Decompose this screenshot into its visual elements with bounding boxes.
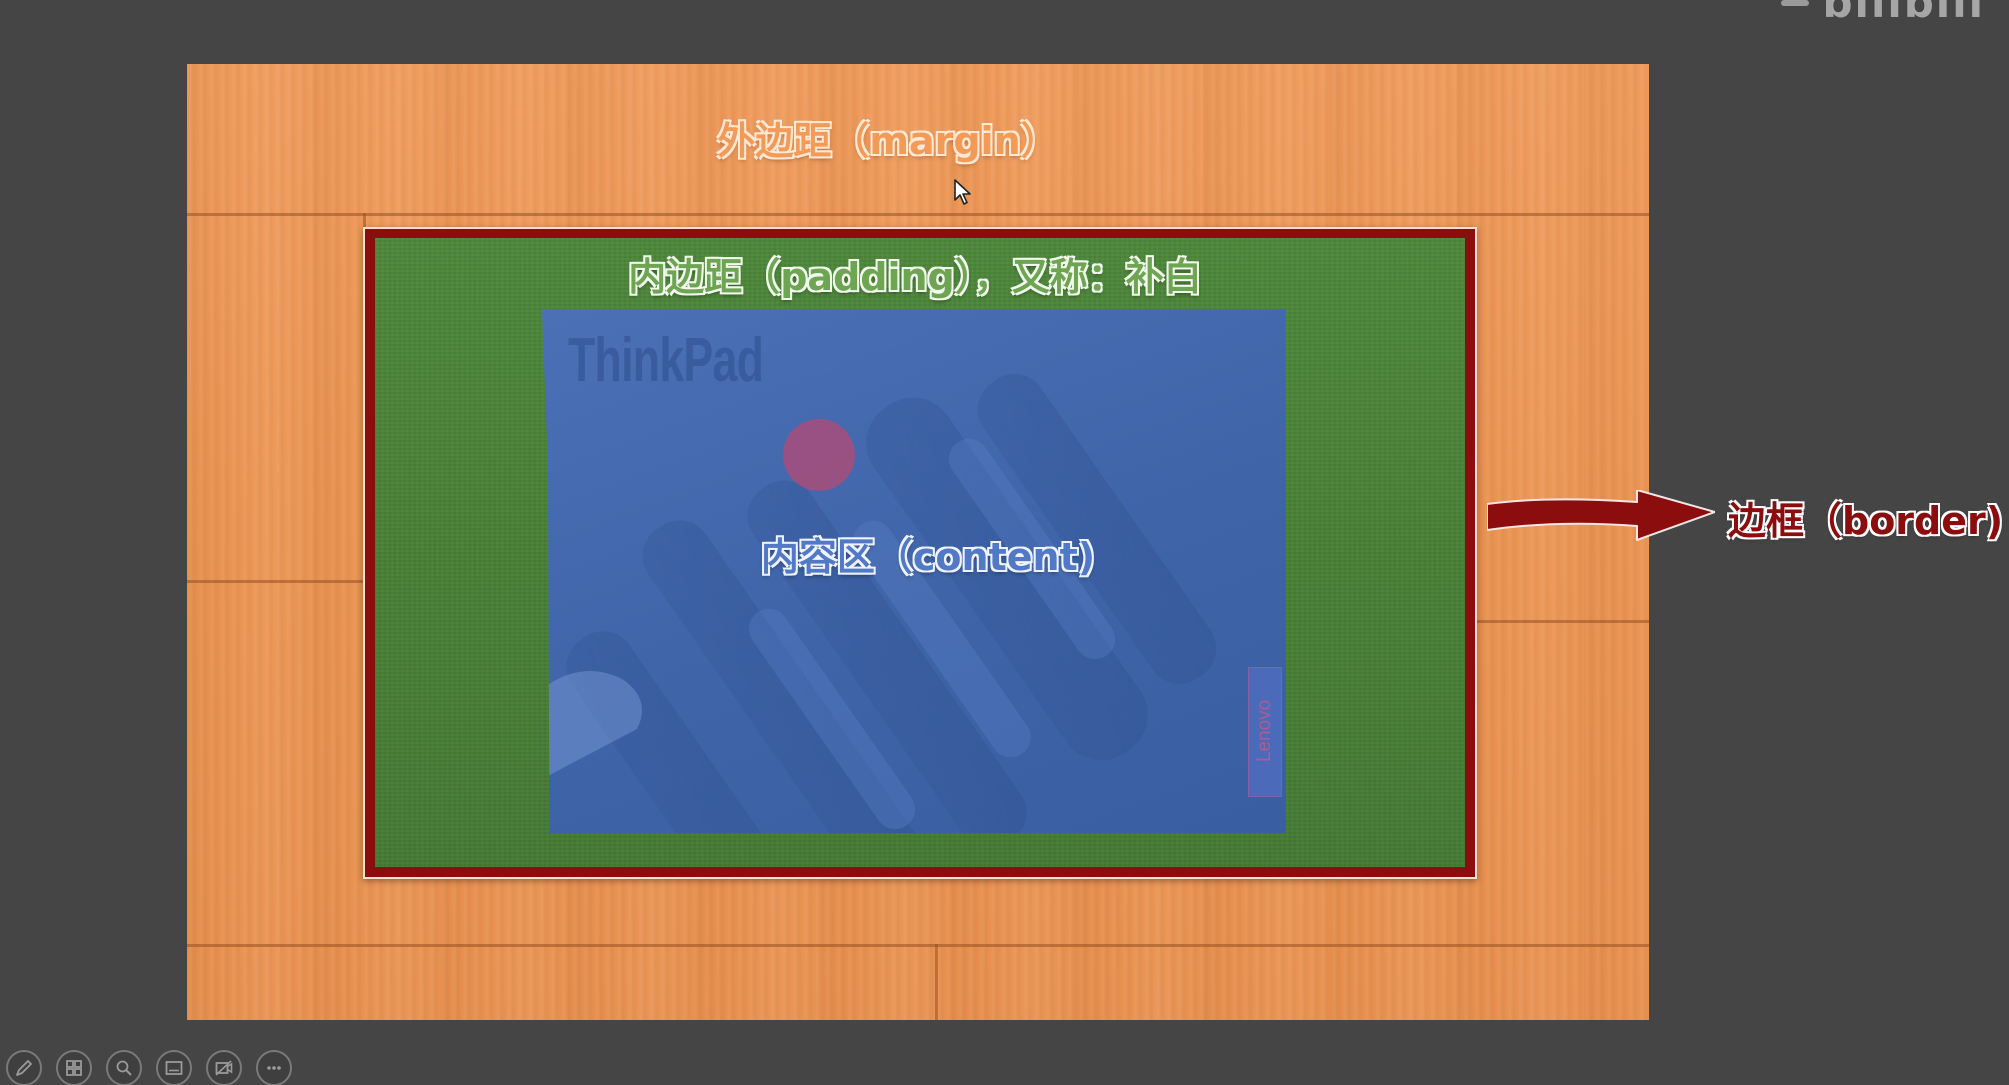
watermark-logo: bilibili bbox=[1822, 0, 1985, 27]
content-label: 内容区（content) bbox=[760, 535, 1096, 579]
slides-grid-button[interactable] bbox=[56, 1050, 92, 1085]
plank-seam bbox=[935, 944, 938, 1020]
slide: 外边距（margin） 内边距（padding），又称：补白 bbox=[187, 64, 1649, 1020]
thinkpad-logo: ThinkPad bbox=[568, 326, 764, 395]
plank-seam bbox=[187, 580, 363, 583]
border-box: 内边距（padding），又称：补白 bbox=[363, 227, 1477, 879]
camera-off-icon bbox=[215, 1060, 233, 1076]
more-options-button[interactable] bbox=[256, 1050, 292, 1085]
presentation-toolbar bbox=[6, 1050, 292, 1085]
zoom-icon bbox=[116, 1060, 132, 1076]
padding-label: 内边距（padding），又称：补白 bbox=[628, 255, 1202, 299]
lenovo-logo-text: Lenovo bbox=[1254, 699, 1275, 763]
zoom-button[interactable] bbox=[106, 1050, 142, 1085]
border-label: 边框（border) bbox=[1728, 499, 2004, 543]
pen-button[interactable] bbox=[6, 1050, 42, 1085]
watermark-mark bbox=[1781, 0, 1809, 6]
slides-grid-icon bbox=[66, 1060, 82, 1076]
padding-box: 内边距（padding），又称：补白 bbox=[375, 238, 1465, 867]
subtitles-icon bbox=[165, 1061, 183, 1075]
plank-seam bbox=[1477, 620, 1649, 623]
mouse-cursor-icon bbox=[954, 179, 971, 205]
subtitles-button[interactable] bbox=[156, 1050, 192, 1085]
arrow-right-icon bbox=[1487, 490, 1715, 541]
laptop-lid-graphic bbox=[542, 374, 1217, 833]
lenovo-logo: Lenovo bbox=[1248, 667, 1282, 797]
plank-seam bbox=[363, 213, 366, 227]
pen-icon bbox=[16, 1060, 32, 1076]
margin-label: 外边距（margin） bbox=[717, 119, 1059, 163]
more-options-icon bbox=[267, 1066, 281, 1070]
content-box: ThinkPad Lenovo 内容区（content) bbox=[542, 309, 1286, 833]
plank-seam bbox=[187, 213, 1649, 216]
camera-off-button[interactable] bbox=[206, 1050, 242, 1085]
plank-seam bbox=[187, 944, 1649, 947]
